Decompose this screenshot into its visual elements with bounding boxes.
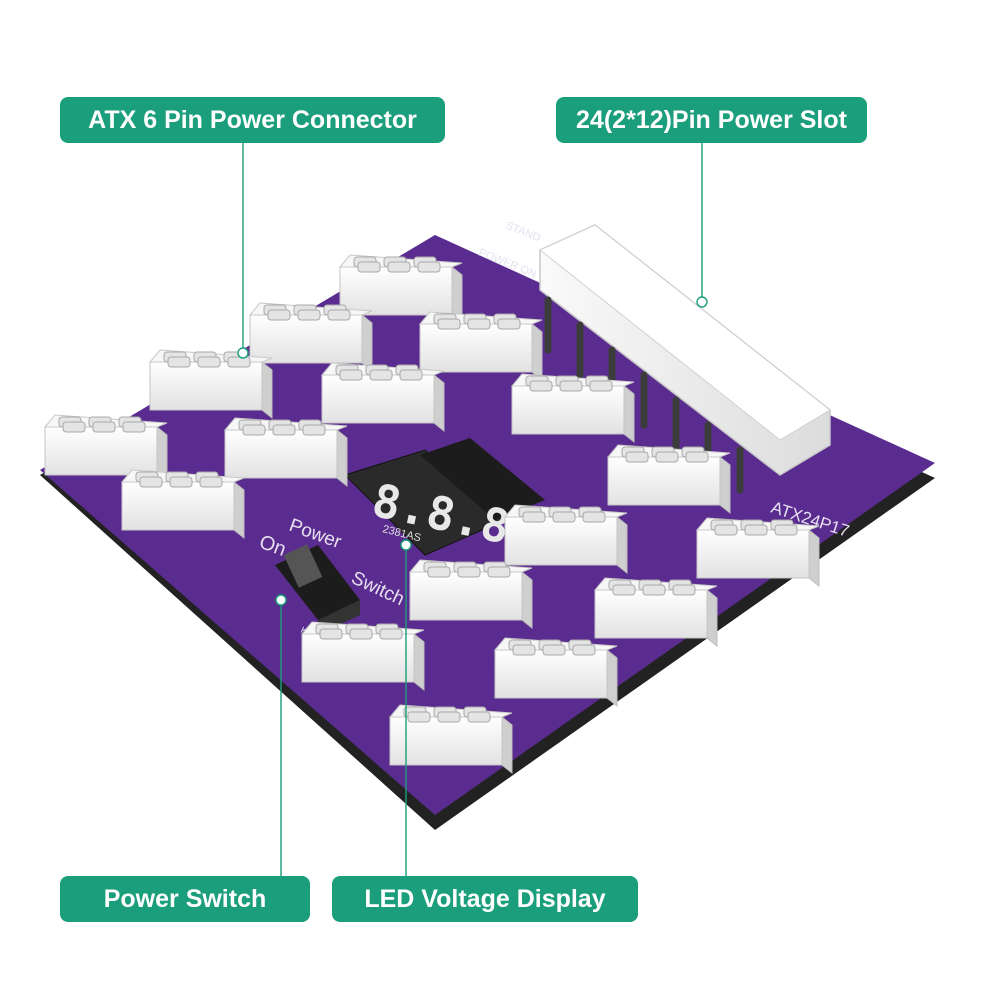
- atx-6-pin-connectors: [43, 254, 820, 775]
- atx-6-pin-connector: [148, 349, 273, 420]
- atx-6-pin-connector: [503, 504, 628, 575]
- atx-6-pin-connector: [606, 444, 731, 515]
- atx-6-pin-connector: [510, 373, 635, 444]
- atx-6-pin-connector: [695, 517, 820, 588]
- 24-pin-power-slot: [539, 224, 831, 494]
- atx-6-pin-connector: [493, 637, 618, 708]
- atx-6-pin-connector: [408, 559, 533, 630]
- atx-6-pin-connector: [593, 577, 718, 648]
- atx-6-pin-connector: [43, 414, 168, 485]
- callout-led-display: LED Voltage Display: [332, 876, 638, 922]
- leader-dot-24pin: [696, 296, 708, 308]
- atx-6-pin-connector: [338, 254, 463, 325]
- callout-power-switch: Power Switch: [60, 876, 310, 922]
- atx-6-pin-connector: [418, 311, 543, 382]
- atx-6-pin-connector: [320, 362, 445, 433]
- callout-atx-6-pin: ATX 6 Pin Power Connector: [60, 97, 445, 143]
- atx-6-pin-connector: [248, 302, 373, 373]
- leader-dot-led-display: [400, 539, 412, 551]
- silk-stand: STAND: [504, 220, 542, 245]
- atx-6-pin-connector: [223, 417, 348, 488]
- atx-6-pin-connector: [120, 469, 245, 540]
- callout-24-pin-slot: 24(2*12)Pin Power Slot: [556, 97, 867, 143]
- leader-dot-atx-6pin: [237, 347, 249, 359]
- leader-dot-power-switch: [275, 594, 287, 606]
- atx-6-pin-connector: [388, 704, 513, 775]
- atx-6-pin-connector: [300, 621, 425, 692]
